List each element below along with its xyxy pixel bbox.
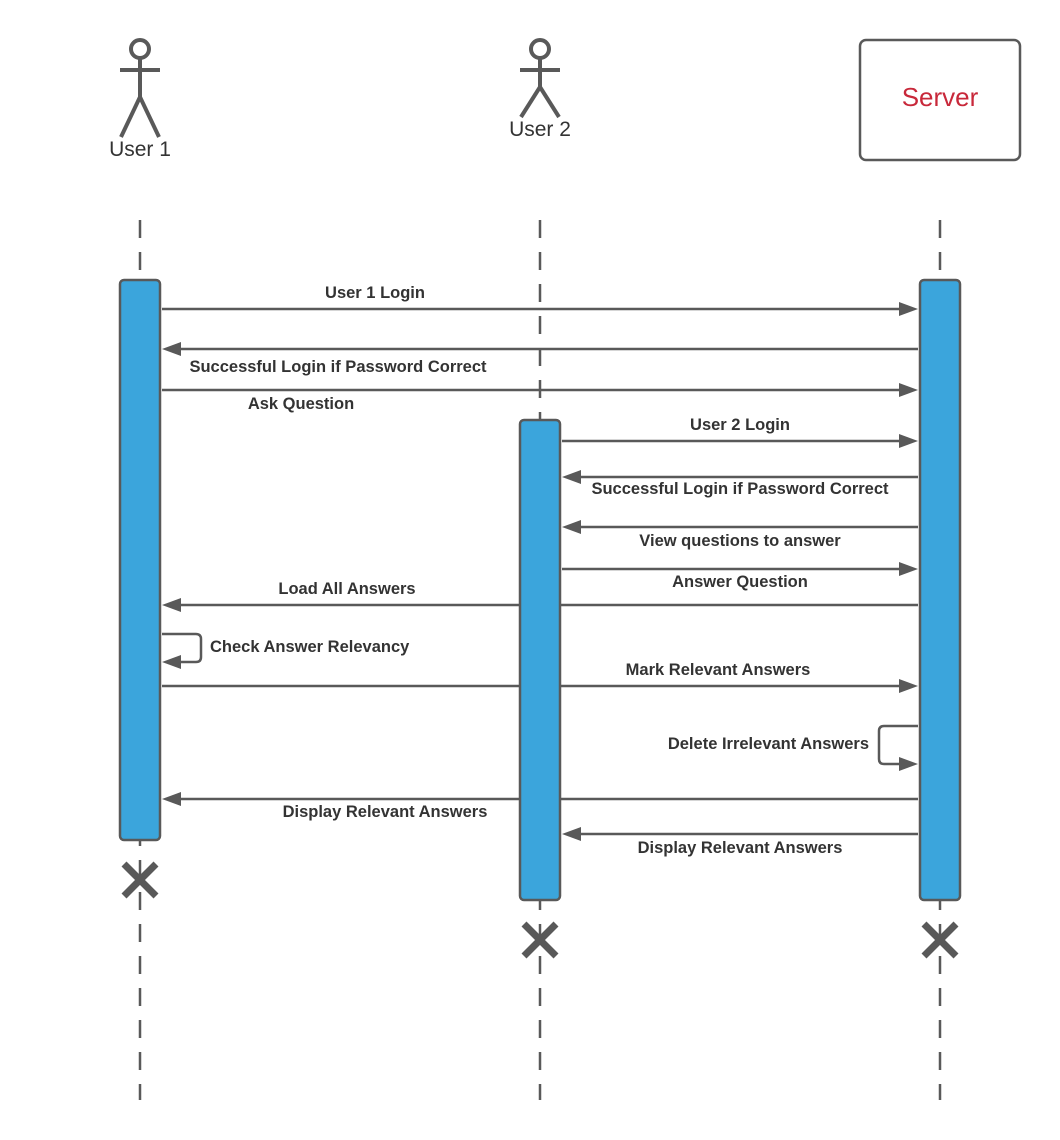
server-destroy-x-icon [921, 921, 959, 959]
user2-stickman-icon [519, 38, 561, 119]
message-label: Display Relevant Answers [283, 803, 488, 821]
arrowhead-right-icon [899, 434, 918, 448]
arrowhead-right-icon [899, 383, 918, 397]
arrowhead-left-icon [162, 342, 181, 356]
message-label: Successful Login if Password Correct [189, 358, 487, 376]
user1-stickman-icon [119, 38, 161, 138]
arrowhead-left-icon [562, 470, 581, 484]
message-label: View questions to answer [639, 532, 841, 550]
message-label: Display Relevant Answers [638, 839, 843, 857]
message-label: Answer Question [672, 573, 808, 591]
message-m1: User 1 Login [162, 284, 918, 316]
arrowhead-right-icon [899, 757, 918, 771]
message-label: Successful Login if Password Correct [591, 480, 889, 498]
arrowhead-right-icon [899, 302, 918, 316]
message-m11: Delete Irrelevant Answers [668, 724, 918, 771]
message-m9: Check Answer Relevancy [162, 632, 410, 669]
arrowhead-left-icon [162, 598, 181, 612]
user2-label: User 2 [509, 118, 571, 141]
user1-activation-bar [118, 278, 162, 842]
message-label: Mark Relevant Answers [626, 661, 811, 679]
message-m7: Answer Question [562, 562, 918, 591]
arrowhead-right-icon [899, 679, 918, 693]
self-message-loop [877, 724, 918, 766]
message-m6: View questions to answer [562, 520, 918, 550]
server-activation-bar [918, 278, 962, 902]
message-m10: Mark Relevant Answers [162, 661, 918, 693]
arrowhead-left-icon [562, 827, 581, 841]
arrowhead-left-icon [162, 655, 181, 669]
user1-actor: User 1 [109, 38, 171, 161]
user2-activation-bar [518, 418, 562, 902]
arrowhead-left-icon [562, 520, 581, 534]
self-message-loop [162, 632, 203, 664]
message-label: User 1 Login [325, 284, 425, 302]
arrowhead-left-icon [162, 792, 181, 806]
message-label: Load All Answers [278, 580, 415, 598]
message-label: Delete Irrelevant Answers [668, 735, 869, 753]
message-m13: Display Relevant Answers [562, 827, 918, 857]
user1-destroy-x-icon [121, 861, 159, 899]
server-box [858, 38, 1022, 162]
message-label: User 2 Login [690, 416, 790, 434]
arrowhead-right-icon [899, 562, 918, 576]
message-m2: Successful Login if Password Correct [162, 342, 918, 376]
user2-actor: User 2 [509, 38, 571, 141]
server-participant: Server [858, 38, 1022, 162]
message-label: Check Answer Relevancy [210, 638, 410, 656]
message-m3: Ask Question [162, 383, 918, 413]
user2-destroy-x-icon [521, 921, 559, 959]
message-m5: Successful Login if Password Correct [562, 470, 918, 498]
user1-label: User 1 [109, 138, 171, 161]
message-label: Ask Question [248, 395, 354, 413]
server-label: Server [902, 82, 979, 112]
message-m4: User 2 Login [562, 416, 918, 448]
